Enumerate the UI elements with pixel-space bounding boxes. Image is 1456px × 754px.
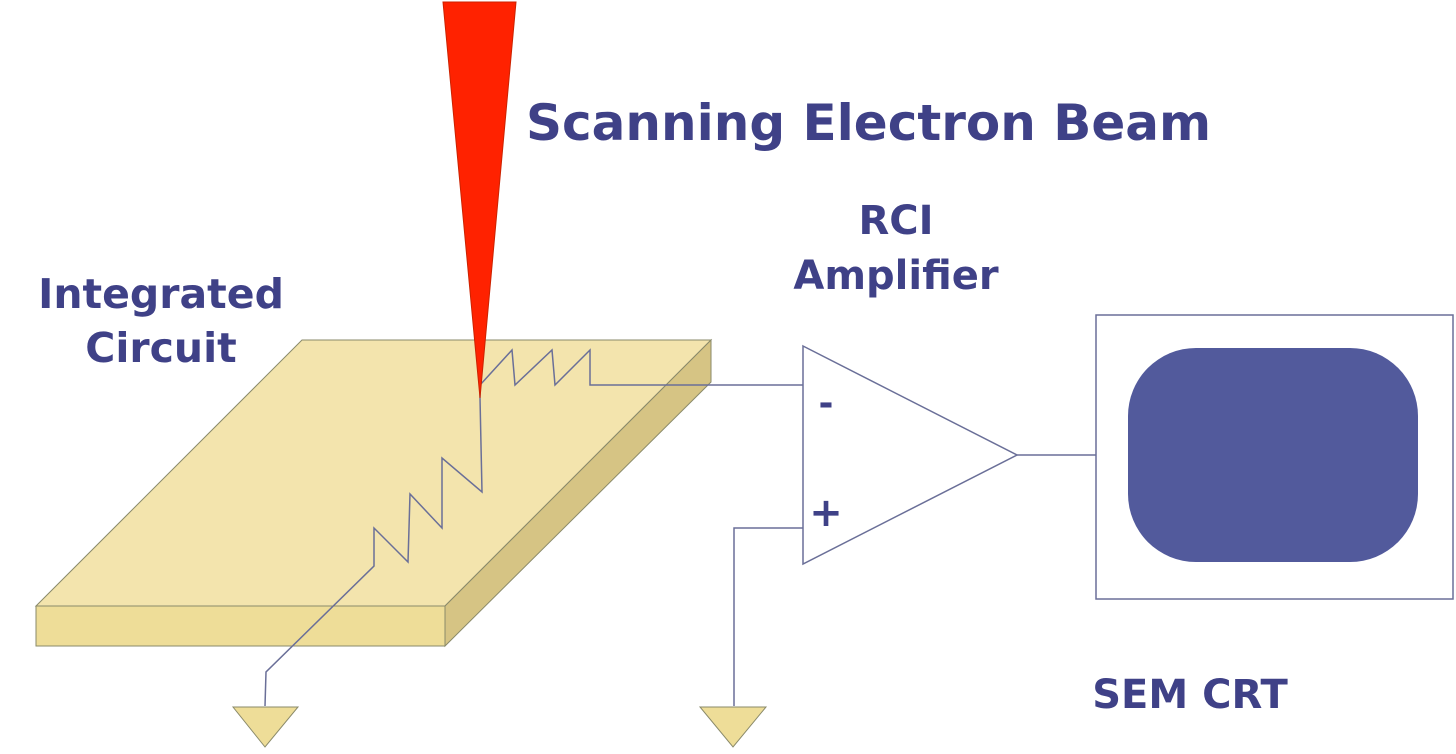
ground-symbol-amplifier [698, 706, 768, 748]
chip-side-face [444, 338, 712, 648]
ground-symbol-chip [231, 706, 300, 748]
amplifier-label-line2: Amplifier [793, 253, 998, 299]
beam-label: Scanning Electron Beam [526, 94, 1211, 152]
crt-label: SEM CRT [1092, 672, 1288, 718]
amplifier-label-line1: RCI [858, 198, 933, 244]
resistor-trace-upper [479, 348, 711, 398]
rci-amplifier-triangle [802, 344, 1019, 566]
electron-beam [442, 1, 517, 399]
amplifier-plus-sign: + [809, 490, 843, 536]
chip-front-face [35, 605, 446, 647]
sem-crt-screen [1128, 348, 1418, 562]
wire-plus-to-ground [733, 527, 803, 706]
amplifier-minus-sign: - [819, 383, 834, 424]
resistor-trace-lower [264, 397, 483, 707]
ic-label-line1: Integrated [38, 270, 284, 318]
integrated-circuit-chip [34, 338, 713, 648]
ic-label-line2: Circuit [85, 324, 237, 372]
